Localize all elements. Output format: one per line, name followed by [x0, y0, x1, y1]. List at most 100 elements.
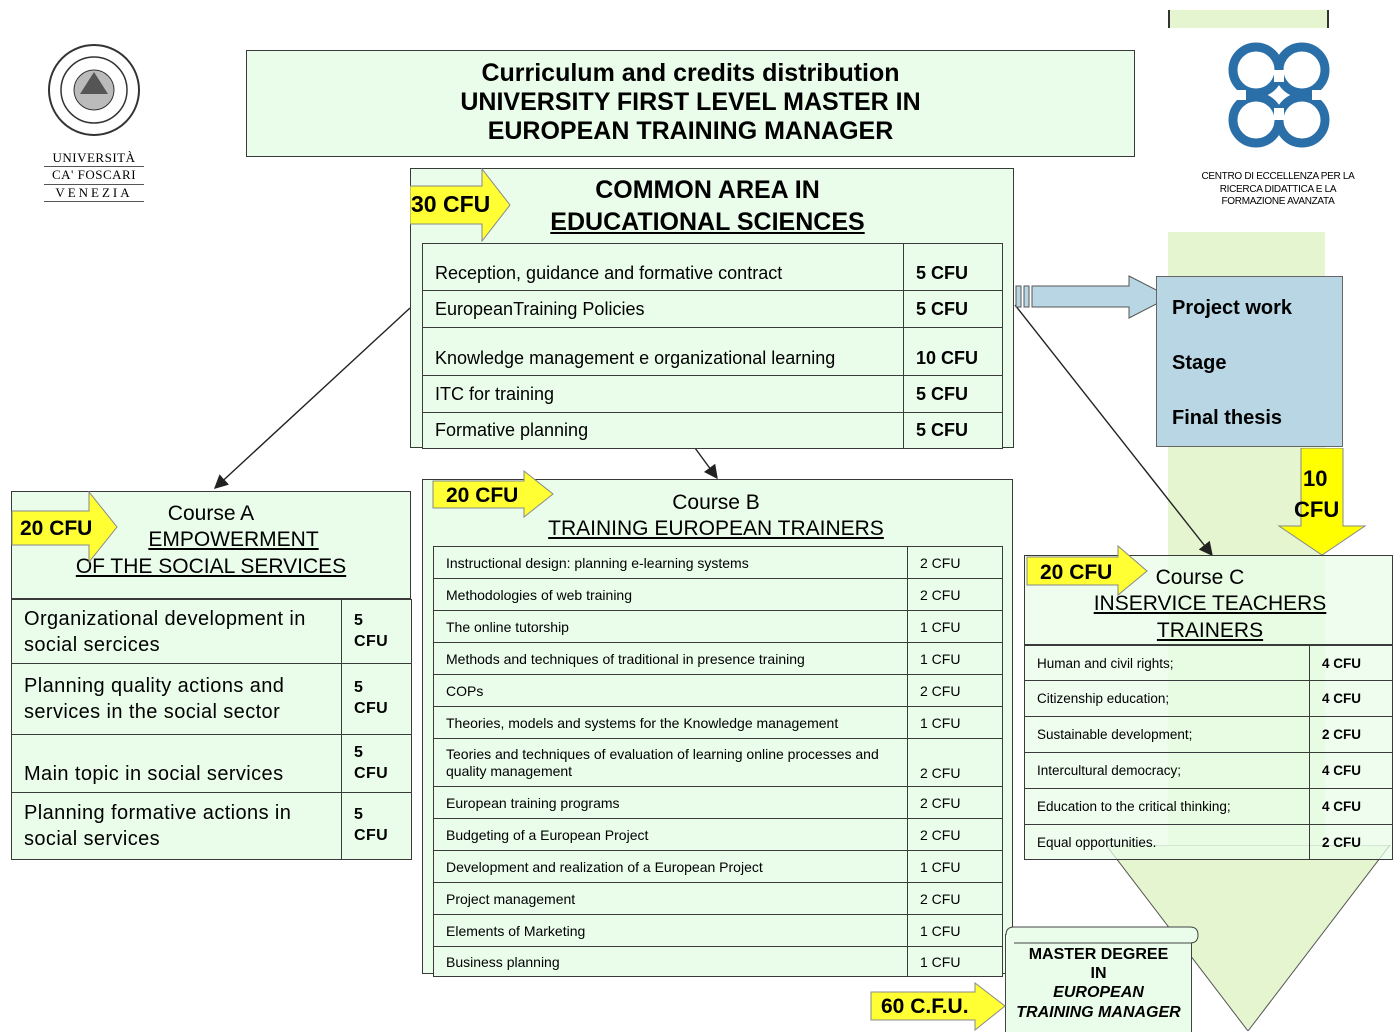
course-name: Human and civil rights;: [1024, 645, 1310, 681]
course-name: Methodologies of web training: [433, 578, 908, 611]
project-stage: Stage: [1172, 352, 1227, 374]
course-cfu: 2 CFU: [907, 818, 1003, 851]
course-name: Planning quality actions and services in…: [11, 663, 342, 735]
course-b-title1: Course B: [672, 491, 760, 514]
course-name: Teories and techniques of evaluation of …: [433, 738, 908, 787]
course-cfu: 2 CFU: [907, 578, 1003, 611]
course-b-cfu-badge: 20 CFU: [432, 470, 556, 520]
course-cfu: 2 CFU: [1309, 716, 1393, 753]
course-b-title2: TRAINING EUROPEAN TRAINERS: [548, 517, 884, 541]
course-cfu: 1 CFU: [907, 914, 1003, 947]
course-name: Main topic in social services: [11, 734, 342, 793]
main-title-box: Curriculum and credits distribution UNIV…: [246, 50, 1135, 157]
degree-text: MASTER DEGREE IN EUROPEAN TRAINING MANAG…: [1006, 945, 1191, 1022]
cfu-unit: CFU: [354, 764, 389, 782]
course-cfu: 5 CFU: [903, 243, 1003, 291]
center-logo: [1228, 42, 1330, 148]
course-name: Methods and techniques of traditional in…: [433, 642, 908, 675]
course-cfu: 1 CFU: [907, 642, 1003, 675]
course-cfu: 1 CFU: [907, 946, 1003, 977]
course-name: Reception, guidance and formative contra…: [422, 243, 904, 291]
course-name: Business planning: [433, 946, 908, 977]
table-row: Intercultural democracy;4 CFU: [1024, 752, 1393, 789]
course-a-title1: Course A: [167, 502, 255, 525]
course-name: Education to the critical thinking;: [1024, 788, 1310, 825]
table-row: Theories, models and systems for the Kno…: [433, 706, 1003, 739]
table-row: Reception, guidance and formative contra…: [422, 243, 1003, 291]
table-row: Knowledge management e organizational le…: [422, 327, 1003, 376]
project-box: Project work Stage Final thesis: [1156, 276, 1343, 447]
course-c-title1: Course C: [1155, 566, 1245, 589]
title-line3: EUROPEAN TRAINING MANAGER: [487, 116, 894, 145]
table-row: Human and civil rights;4 CFU: [1024, 645, 1393, 681]
course-cfu: 5 CFU: [903, 290, 1003, 328]
course-cfu: 5 CFU: [903, 375, 1003, 413]
course-cfu: 2 CFU: [907, 546, 1003, 579]
cfu-unit: CFU: [354, 827, 389, 844]
course-c-cfu-label: 20 CFU: [1040, 561, 1113, 584]
degree-scroll: MASTER DEGREE IN EUROPEAN TRAINING MANAG…: [1005, 926, 1199, 1032]
table-row: Teories and techniques of evaluation of …: [433, 738, 1003, 787]
center-line3: FORMAZIONE AVANZATA: [1221, 196, 1335, 207]
degree-line3: EUROPEAN: [1053, 984, 1144, 1002]
course-name: EuropeanTraining Policies: [422, 290, 904, 328]
course-cfu: 4 CFU: [1309, 680, 1393, 717]
project-thesis: Final thesis: [1172, 407, 1283, 429]
university-seal-logo: [48, 44, 140, 136]
course-name: Sustainable development;: [1024, 716, 1310, 753]
center-line1: CENTRO DI ECCELLENZA PER LA: [1201, 171, 1355, 182]
degree-cfu-label: 60 C.F.U.: [881, 995, 969, 1018]
course-cfu: 4 CFU: [1309, 788, 1393, 825]
course-c-table: Human and civil rights;4 CFU Citizenship…: [1024, 645, 1393, 860]
common-title-line2: EDUCATIONAL SCIENCES: [550, 207, 865, 236]
common-cfu-label: 30 CFU: [411, 191, 491, 217]
project-cfu-number: 10: [1303, 466, 1328, 491]
course-c-title2: INSERVICE TEACHERS: [1093, 592, 1327, 616]
main-title: Curriculum and credits distribution UNIV…: [247, 59, 1134, 145]
course-c-cfu-badge: 20 CFU: [1026, 545, 1150, 597]
cfu-value: 5: [354, 611, 364, 629]
course-name: European training programs: [433, 786, 908, 819]
center-name: CENTRO DI ECCELLENZA PER LA RICERCA DIDA…: [1178, 171, 1378, 209]
table-row: Equal opportunities.2 CFU: [1024, 824, 1393, 860]
cfu-value: 5: [354, 806, 364, 824]
scroll-curl-icon: [1005, 926, 1199, 944]
project-work: Project work: [1172, 297, 1293, 319]
university-line2: CA' FOSCARI: [44, 167, 144, 185]
project-block-arrow: [1015, 275, 1172, 319]
cfu-value: 5: [354, 743, 364, 761]
course-a-title: Course A EMPOWERMENT OF THE SOCIAL SERVI…: [26, 501, 396, 580]
course-cfu: 4 CFU: [1309, 752, 1393, 789]
course-a-title3: OF THE SOCIAL SERVICES: [75, 554, 347, 578]
course-a-cfu-label: 20 CFU: [20, 517, 93, 540]
common-area-title: COMMON AREA IN EDUCATIONAL SCIENCES: [520, 176, 895, 237]
course-name: Project management: [433, 882, 908, 915]
course-b-cfu-label: 20 CFU: [446, 484, 519, 507]
course-name: The online tutorship: [433, 610, 908, 643]
degree-line4: TRAINING MANAGER: [1016, 1003, 1181, 1021]
course-cfu: 2 CFU: [907, 674, 1003, 707]
course-name: Citizenship education;: [1024, 680, 1310, 717]
background-column-top: [1168, 10, 1329, 28]
course-b-table: Instructional design: planning e-learnin…: [433, 546, 1003, 977]
degree-line1: MASTER DEGREE: [1028, 946, 1169, 963]
common-title-line1: COMMON AREA IN: [595, 176, 820, 204]
course-name: Equal opportunities.: [1024, 824, 1310, 860]
course-cfu: 2 CFU: [907, 786, 1003, 819]
degree-line2: IN: [1090, 965, 1107, 983]
course-a-table: Organizational development in social ser…: [11, 599, 412, 860]
table-row: Planning quality actions and services in…: [11, 663, 412, 735]
course-name: Intercultural democracy;: [1024, 752, 1310, 789]
title-line1: Curriculum and credits distribution: [481, 59, 900, 87]
course-cfu: 1 CFU: [907, 610, 1003, 643]
course-name: Organizational development in social ser…: [11, 599, 342, 664]
center-line2: RICERCA DIDATTICA E LA: [1219, 183, 1337, 195]
table-row: Citizenship education;4 CFU: [1024, 680, 1393, 717]
